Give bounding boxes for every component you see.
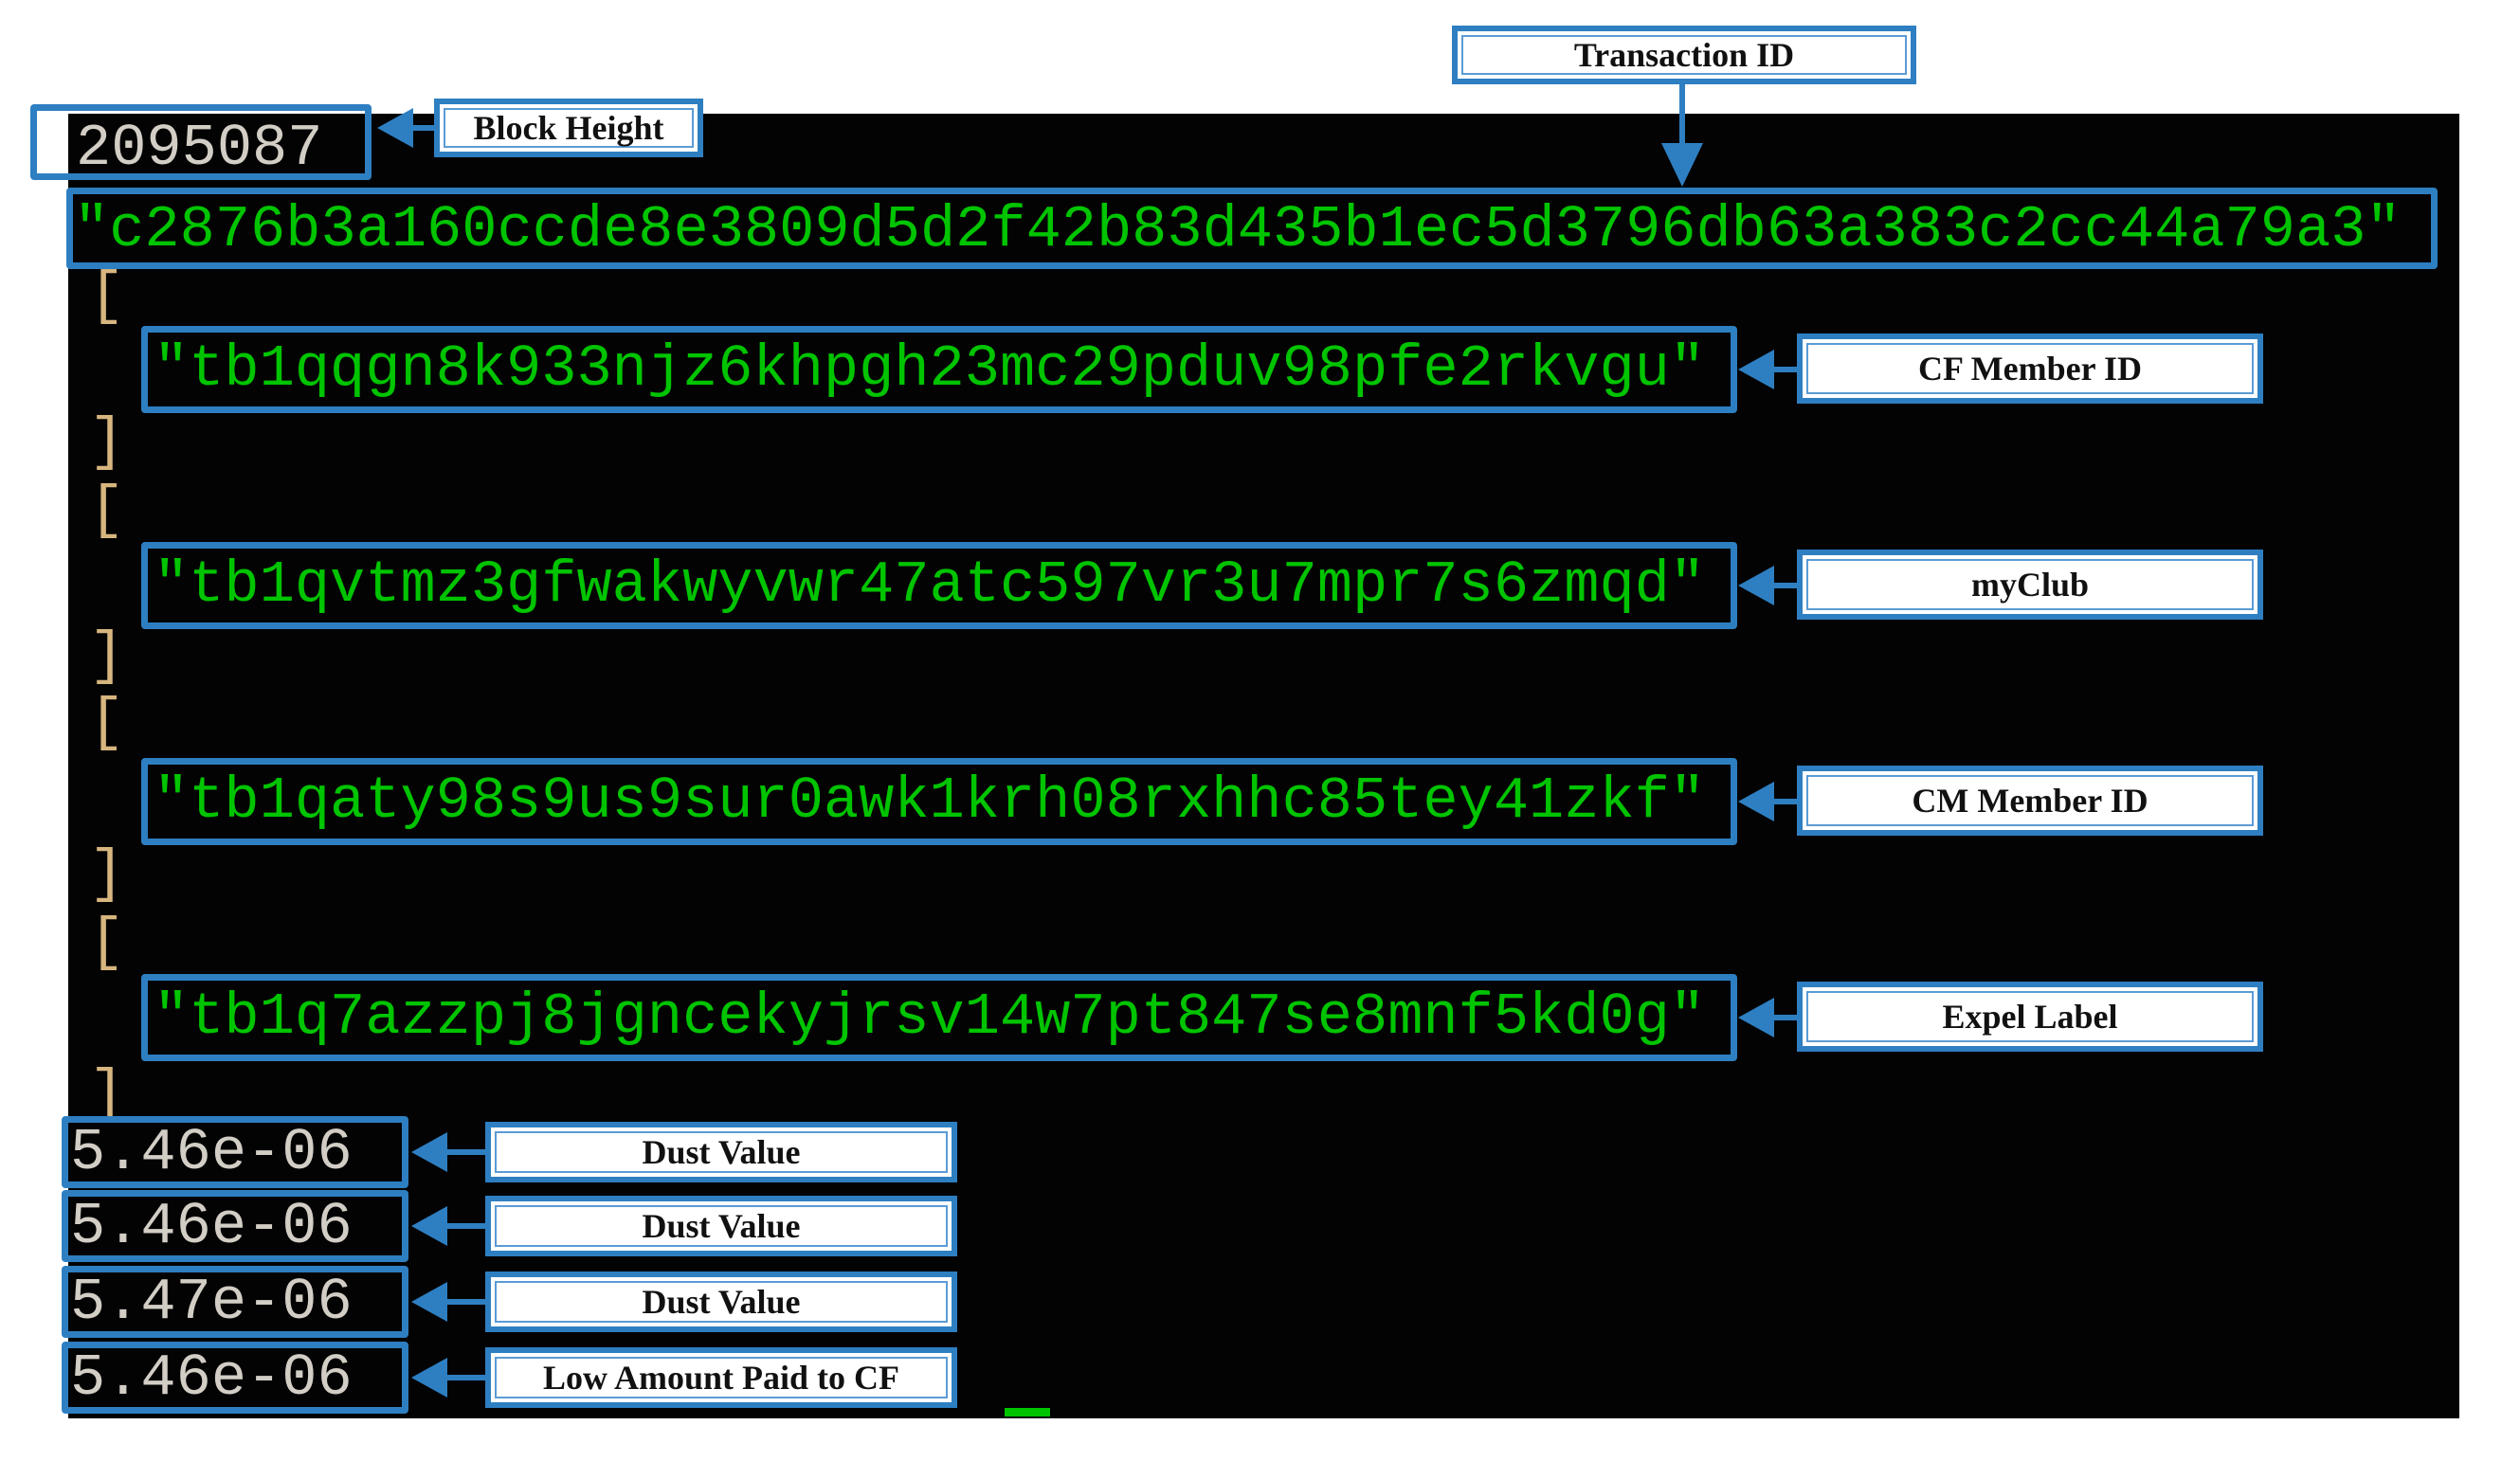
block-height-value: 2095087: [76, 115, 323, 182]
highlight-box-amount-2: [62, 1190, 408, 1262]
block-height-callout-label: Block Height: [473, 109, 664, 147]
cm-member-id-callout: CM Member ID: [1797, 766, 2263, 836]
dust-value-arrow-icon-1: [411, 1132, 447, 1172]
transaction-id-callout: Transaction ID: [1452, 26, 1916, 84]
highlight-box-address-1: [141, 326, 1737, 413]
highlight-box-address-2: [141, 542, 1737, 629]
open-bracket: [: [89, 262, 125, 330]
amount-value-3: 5.47e-06: [70, 1269, 353, 1336]
close-bracket: ]: [89, 840, 125, 908]
dust-value-callout-1-label: Dust Value: [642, 1133, 801, 1171]
myclub-arrow-icon: [1738, 566, 1774, 605]
highlight-box-address-3: [141, 758, 1737, 845]
dust-value-callout-2: Dust Value: [485, 1196, 957, 1256]
dust-value-arrow-line-3: [445, 1299, 487, 1305]
close-bracket: ]: [89, 408, 125, 476]
myclub-callout: myClub: [1797, 550, 2263, 620]
expel-label-arrow-icon: [1738, 998, 1774, 1037]
open-bracket: [: [89, 477, 125, 544]
expel-label-arrow-line: [1772, 1015, 1799, 1020]
white-patch: [36, 116, 68, 171]
amount-value-1: 5.46e-06: [70, 1119, 353, 1186]
cf-member-id-callout: CF Member ID: [1797, 334, 2263, 404]
cm-member-id-callout-label: CM Member ID: [1912, 782, 2148, 820]
close-bracket: ]: [89, 622, 125, 690]
dust-value-arrow-line-2: [445, 1223, 487, 1229]
address-value-cf-member: "tb1qqgn8k933njz6khpgh23mc29pduv98pfe2rk…: [154, 335, 1706, 403]
cf-member-id-arrow-line: [1772, 367, 1799, 372]
dust-value-arrow-line-1: [445, 1149, 487, 1155]
block-height-arrow-line: [411, 125, 436, 131]
highlight-box-block-height: [30, 104, 372, 180]
highlight-box-amount-3: [62, 1266, 408, 1338]
expel-label-callout-label: Expel Label: [1942, 998, 2118, 1036]
myclub-callout-label: myClub: [1970, 566, 2090, 604]
amount-value-2: 5.46e-06: [70, 1193, 353, 1260]
transaction-id-callout-label: Transaction ID: [1573, 36, 1795, 74]
transaction-id-arrow-line: [1679, 84, 1685, 145]
amount-value-4: 5.46e-06: [70, 1344, 353, 1412]
highlight-box-transaction-id: [66, 188, 2438, 269]
address-value-myclub: "tb1qvtmz3gfwakwyvwr47atc597vr3u7mpr7s6z…: [154, 551, 1706, 619]
low-amount-paid-to-cf-callout-label: Low Amount Paid to CF: [542, 1359, 900, 1397]
transaction-id-value: "c2876b3a160ccde8e3809d5d2f42b83d435b1ec…: [74, 196, 2402, 263]
transaction-id-arrow-icon: [1661, 143, 1703, 187]
open-bracket: [: [89, 909, 125, 976]
block-height-callout: Block Height: [434, 99, 703, 157]
low-amount-arrow-icon: [411, 1358, 447, 1398]
myclub-arrow-line: [1772, 583, 1799, 588]
terminal-cursor: [1005, 1408, 1050, 1416]
close-bracket: ]: [89, 1060, 125, 1127]
dust-value-callout-3-label: Dust Value: [642, 1283, 801, 1321]
low-amount-arrow-line: [445, 1375, 487, 1380]
highlight-box-amount-1: [62, 1116, 408, 1188]
dust-value-arrow-icon-3: [411, 1282, 447, 1322]
dust-value-arrow-icon-2: [411, 1206, 447, 1246]
dust-value-callout-3: Dust Value: [485, 1272, 957, 1332]
address-value-expel: "tb1q7azzpj8jgncekyjrsv14w7pt847se8mnf5k…: [154, 983, 1706, 1051]
open-bracket: [: [89, 689, 125, 756]
cf-member-id-arrow-icon: [1738, 350, 1774, 389]
expel-label-callout: Expel Label: [1797, 982, 2263, 1052]
highlight-box-address-4: [141, 974, 1737, 1061]
low-amount-paid-to-cf-callout: Low Amount Paid to CF: [485, 1347, 957, 1408]
address-value-cm-member: "tb1qaty98s9us9sur0awk1krh08rxhhc85tey41…: [154, 767, 1706, 835]
cf-member-id-callout-label: CF Member ID: [1918, 350, 2142, 388]
dust-value-callout-1: Dust Value: [485, 1122, 957, 1182]
block-height-arrow-icon: [377, 108, 413, 148]
cm-member-id-arrow-line: [1772, 799, 1799, 804]
cm-member-id-arrow-icon: [1738, 782, 1774, 821]
highlight-box-amount-4: [62, 1342, 408, 1414]
dust-value-callout-2-label: Dust Value: [642, 1207, 801, 1245]
